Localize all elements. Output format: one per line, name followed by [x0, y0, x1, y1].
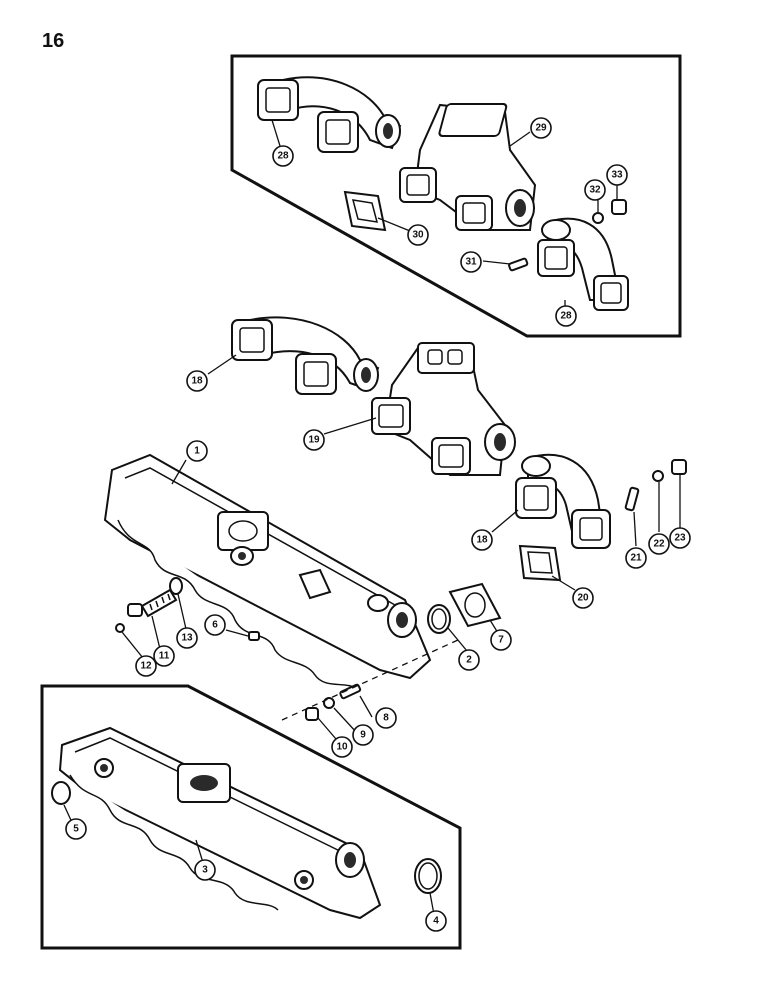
callout-12: 12 — [135, 655, 157, 677]
gasket-elbow — [518, 544, 562, 582]
exhaust-manifold — [103, 453, 432, 691]
svg-text:11: 11 — [159, 651, 170, 662]
callout-31: 31 — [460, 251, 482, 273]
callout-1: 1 — [186, 440, 208, 462]
stud-right — [624, 486, 640, 512]
callout-8: 8 — [375, 707, 397, 729]
callout-21: 21 — [625, 547, 647, 569]
callout-28-bottom: 28 — [555, 305, 577, 327]
svg-text:13: 13 — [181, 633, 193, 644]
washer-small — [115, 623, 125, 633]
upper-inset-nut — [611, 199, 627, 215]
stud-manifold — [339, 683, 362, 700]
svg-text:31: 31 — [465, 257, 477, 268]
callout-11: 11 — [153, 645, 175, 667]
svg-text:20: 20 — [577, 593, 589, 604]
callout-28-top: 28 — [272, 145, 294, 167]
callout-3: 3 — [194, 859, 216, 881]
svg-text:2: 2 — [466, 655, 472, 666]
upper-inset-frame — [230, 54, 682, 338]
callout-5: 5 — [65, 818, 87, 840]
svg-text:7: 7 — [498, 635, 504, 646]
lower-inset-plug — [51, 781, 71, 805]
upper-inset-stud — [508, 257, 529, 272]
nut-manifold — [305, 707, 319, 721]
callout-10: 10 — [331, 736, 353, 758]
sealing-ring-small — [169, 577, 183, 595]
svg-text:32: 32 — [589, 185, 601, 196]
svg-text:4: 4 — [433, 916, 439, 927]
callout-29: 29 — [530, 117, 552, 139]
svg-text:5: 5 — [73, 824, 79, 835]
washer-right — [652, 470, 664, 482]
svg-text:8: 8 — [383, 713, 389, 724]
svg-text:3: 3 — [202, 865, 208, 876]
seal-ring — [427, 604, 451, 634]
callout-22: 22 — [648, 533, 670, 555]
callout-30: 30 — [407, 224, 429, 246]
upper-inset-lower-elbow — [537, 217, 629, 311]
svg-text:6: 6 — [212, 620, 218, 631]
svg-text:18: 18 — [191, 376, 203, 387]
gasket-flange — [448, 582, 502, 628]
lower-inset-frame — [40, 684, 462, 950]
svg-text:28: 28 — [277, 151, 289, 162]
callout-2: 2 — [458, 649, 480, 671]
callout-6: 6 — [204, 614, 226, 636]
svg-text:12: 12 — [140, 661, 152, 672]
callout-32: 32 — [584, 179, 606, 201]
upper-inset-elbow-pipe — [257, 76, 402, 153]
svg-text:22: 22 — [653, 539, 665, 550]
callout-33: 33 — [606, 164, 628, 186]
page-number: 16 — [42, 30, 65, 52]
svg-text:23: 23 — [674, 533, 686, 544]
callout-19: 19 — [303, 429, 325, 451]
callout-23: 23 — [669, 527, 691, 549]
lower-inset-seal-ring — [414, 858, 442, 894]
upper-inset-gasket — [343, 190, 387, 232]
svg-text:30: 30 — [412, 230, 424, 241]
elbow-pipe-upper — [231, 316, 380, 395]
svg-text:19: 19 — [308, 435, 320, 446]
svg-text:18: 18 — [476, 535, 488, 546]
svg-text:1: 1 — [194, 446, 200, 457]
svg-text:33: 33 — [611, 170, 623, 181]
svg-text:29: 29 — [535, 123, 547, 134]
svg-text:9: 9 — [360, 730, 366, 741]
upper-inset-tee-manifold — [399, 103, 537, 231]
sender-unit — [127, 588, 178, 618]
callout-7: 7 — [490, 629, 512, 651]
tee-manifold — [371, 342, 516, 476]
lower-inset-manifold — [58, 726, 382, 920]
elbow-pipe-lower — [515, 453, 611, 549]
pipe-plug — [248, 631, 260, 641]
svg-text:28: 28 — [560, 311, 572, 322]
callout-9: 9 — [352, 724, 374, 746]
callout-4: 4 — [425, 910, 447, 932]
upper-inset-washer — [592, 212, 604, 224]
callout-13: 13 — [176, 627, 198, 649]
nut-right — [671, 459, 687, 475]
callout-18-lower: 18 — [471, 529, 493, 551]
svg-text:21: 21 — [630, 553, 642, 564]
washer-manifold — [323, 697, 335, 709]
svg-text:10: 10 — [336, 742, 348, 753]
callout-18-upper: 18 — [186, 370, 208, 392]
callout-20: 20 — [572, 587, 594, 609]
